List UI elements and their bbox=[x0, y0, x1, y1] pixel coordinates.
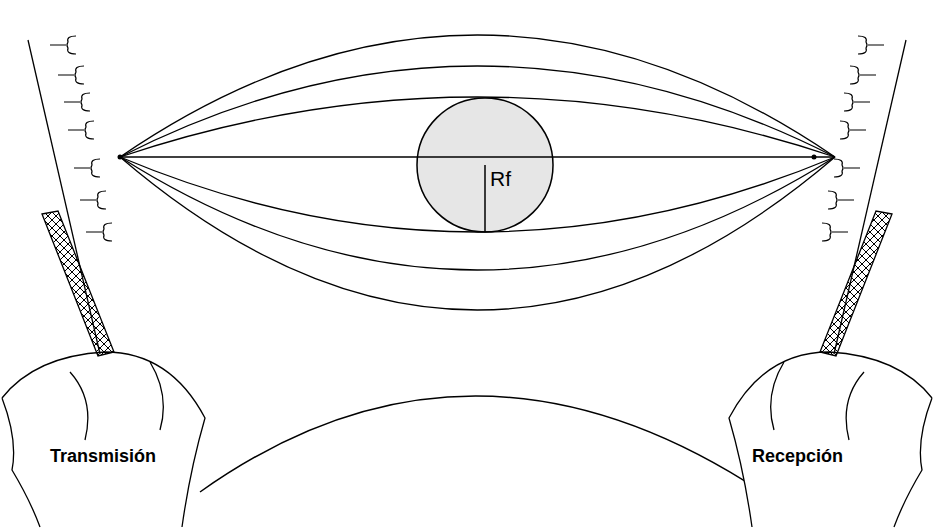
earth-curve bbox=[200, 396, 762, 492]
radius-line bbox=[484, 165, 486, 232]
site-label: Recepción bbox=[752, 447, 843, 467]
antenna-site bbox=[2, 36, 205, 527]
antenna-site bbox=[729, 36, 932, 527]
circle-outline bbox=[416, 97, 554, 233]
radius-label: Rf bbox=[490, 167, 511, 190]
fresnel-zone-circle: Rf bbox=[416, 97, 554, 233]
fresnel-lines bbox=[120, 35, 835, 310]
site-label: Transmisión bbox=[50, 447, 156, 467]
zone-fill bbox=[416, 97, 554, 233]
